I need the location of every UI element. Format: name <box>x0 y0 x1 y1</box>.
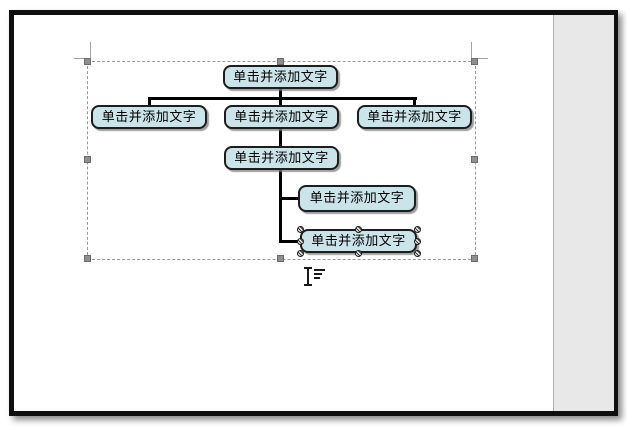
workspace-strip <box>553 15 614 411</box>
canvas-handle-top-right[interactable] <box>470 57 478 65</box>
connector-stub-right <box>413 97 416 106</box>
canvas-handle-bottom-right[interactable] <box>470 254 478 262</box>
align-left-line-1 <box>314 268 325 271</box>
canvas-handle-top-left[interactable] <box>83 57 91 65</box>
org-node-child-right[interactable]: 单击并添加文字 <box>357 105 472 129</box>
ibeam-serif-top <box>303 266 312 269</box>
shape-handle-top-right[interactable] <box>413 225 421 233</box>
org-node-child-center[interactable]: 单击并添加文字 <box>224 105 339 129</box>
canvas-handle-mid-left[interactable] <box>83 156 91 163</box>
org-node-sub-1[interactable]: 单击并添加文字 <box>298 185 416 212</box>
connector-bus <box>147 97 417 100</box>
org-node-grandchild[interactable]: 单击并添加文字 <box>224 146 339 170</box>
align-left-line-3 <box>314 276 320 279</box>
connector-descender <box>279 170 282 243</box>
canvas-corner-mark-tl-v <box>90 42 91 58</box>
shape-handle-top-left[interactable] <box>296 225 304 233</box>
canvas-handle-bottom-left[interactable] <box>83 254 91 262</box>
canvas-handle-top-center[interactable] <box>277 57 284 65</box>
align-left-line-2 <box>314 272 322 275</box>
shape-handle-mid-left[interactable] <box>296 237 304 245</box>
canvas-corner-mark-tr-h <box>478 58 488 59</box>
canvas-handle-bottom-center[interactable] <box>277 254 284 262</box>
ibeam-serif-bottom <box>303 283 312 286</box>
connector-stub-left <box>147 97 151 106</box>
connector-elbow-2 <box>279 240 301 243</box>
shape-handle-bottom-center[interactable] <box>355 249 362 257</box>
canvas-corner-mark-tr-v <box>471 42 472 58</box>
canvas-corner-mark-tl-h <box>74 58 84 59</box>
connector-center-to-grandchild <box>279 129 282 147</box>
shape-handle-mid-right[interactable] <box>413 237 421 245</box>
connector-elbow-1 <box>279 197 300 200</box>
ibeam-stem <box>307 267 309 285</box>
org-node-child-left[interactable]: 单击并添加文字 <box>91 105 207 129</box>
shape-handle-bottom-right[interactable] <box>413 249 421 257</box>
org-node-root[interactable]: 单击并添加文字 <box>223 65 338 89</box>
canvas-handle-mid-right[interactable] <box>470 156 478 163</box>
shape-handle-top-center[interactable] <box>355 225 362 233</box>
shape-handle-bottom-left[interactable] <box>296 249 304 257</box>
